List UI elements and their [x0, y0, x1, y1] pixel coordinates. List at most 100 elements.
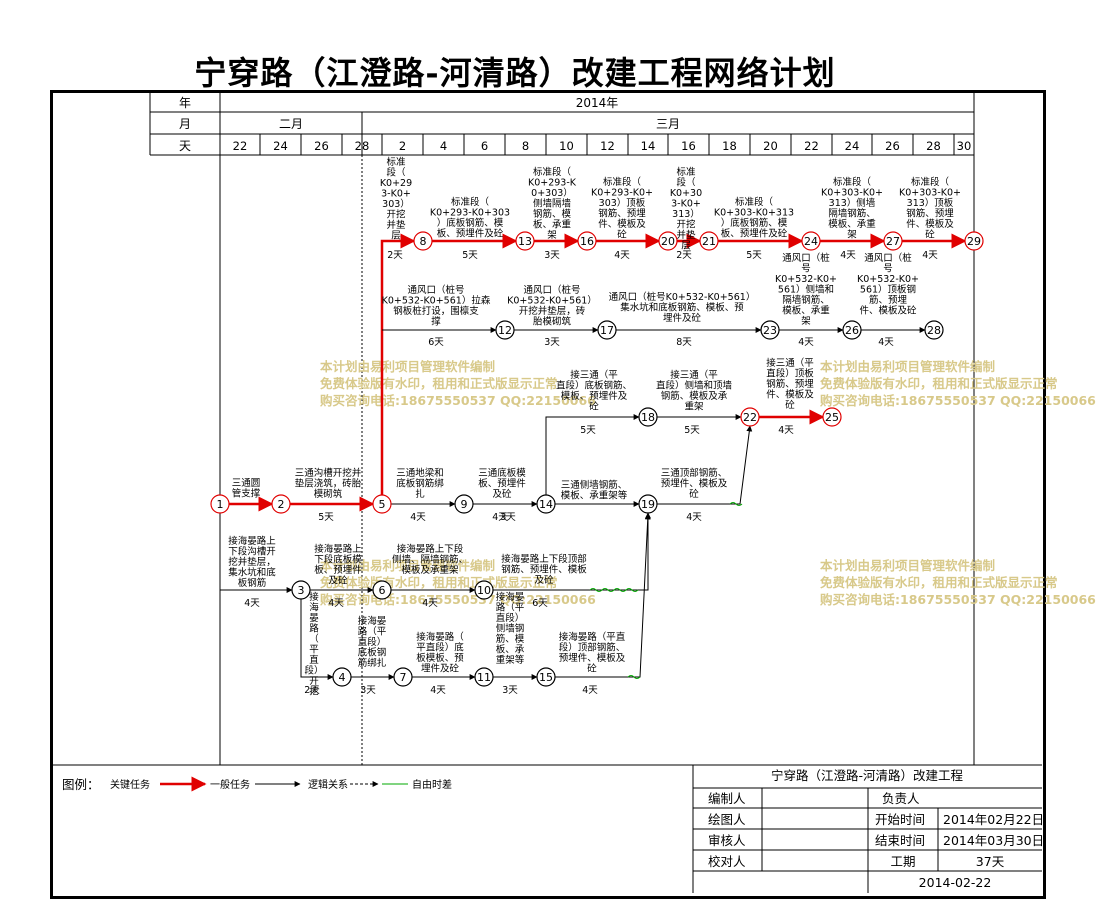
task-duration: 3天 [360, 685, 376, 696]
task-label-line: 件、模板及 [906, 218, 954, 230]
task-label-line: 晏 [309, 613, 319, 624]
day-label: 16 [681, 139, 696, 153]
row-label-month: 月 [179, 117, 191, 131]
task-label-line: 钢筋、预埋 [906, 208, 954, 220]
node-28: 28 [924, 320, 944, 340]
legend-logic-label: 逻辑关系 [308, 778, 348, 791]
task-label-line: K0+293-K0+ [591, 188, 653, 199]
checker-label: 校对人 [708, 854, 746, 869]
task-label-line: K0+303-K0+313 [714, 208, 794, 219]
task-label-line: 钢板桩打设，围檩支 [393, 305, 479, 317]
end-time-label: 结束时间 [875, 833, 925, 848]
task-labels: 三通圆管支撑3天三通沟槽开挖并垫层浇筑，砖胎模砌筑5天三通地梁和底板钢筋绑扎4天… [228, 156, 961, 698]
svg-text:1: 1 [217, 498, 224, 511]
task-duration: 4天 [922, 250, 938, 261]
task-label-line: 接三通（平 [570, 369, 618, 381]
arrow-1-3 [219, 513, 293, 593]
task-label-line: 开挖 [386, 209, 406, 221]
task-label-line: 561）顶板钢 [860, 284, 916, 296]
task-label-line: 底板钢 [358, 647, 387, 659]
node-13: 13 [515, 231, 535, 251]
watermark-1: 本计划由易利项目管理软件编制 免费体验版有水印，租用和正式版显示正常 购买咨询电… [320, 359, 596, 408]
task-label-line: 重架 [684, 401, 704, 413]
task-duration: 4天 [492, 512, 508, 523]
day-label: 26 [885, 139, 900, 153]
task-label-line: 直段） [496, 612, 525, 624]
task-label-line: 号 [883, 264, 893, 275]
task-label-line: 313）侧墙 [829, 197, 876, 209]
task-label-line: 板、承 [496, 644, 525, 656]
task-duration: 2天 [387, 250, 403, 261]
node-16: 16 [577, 231, 597, 251]
task-label-line: 标准段（ [603, 176, 642, 188]
svg-text:6: 6 [379, 584, 386, 597]
task-duration: 4天 [614, 250, 630, 261]
task-label-line: 通风口（桩 [864, 252, 912, 264]
task-label-line: 直段）顶板 [766, 368, 814, 380]
task-label-line: 模板、预埋件及 [561, 390, 628, 402]
task-label-line: 接海晏路（ [416, 631, 464, 643]
period-value: 37天 [976, 854, 1005, 869]
svg-text:10: 10 [477, 584, 491, 597]
task-duration: 6天 [428, 337, 444, 348]
day-label: 2 [399, 139, 406, 153]
task-label-line: 561）侧墙和 [778, 284, 834, 296]
task-label-line: 预埋件、模板及 [661, 478, 728, 490]
task-label-line: K0+532-K0+ [775, 274, 837, 285]
node-5: 5 [372, 494, 392, 514]
day-label: 28 [926, 139, 941, 153]
task-label-line: 砼 [587, 663, 597, 675]
task-duration: 3天 [544, 250, 560, 261]
date-value: 2014-02-22 [919, 875, 992, 890]
task-label-line: 钢筋、模 [533, 208, 572, 220]
task-label-line: 通风口（桩 [782, 252, 830, 264]
task-label-line: 三通底板模 [478, 467, 526, 479]
task-label-line: 接海晏 [496, 591, 525, 603]
arrow-10-19 [493, 512, 651, 591]
task-label-line: 侧墙隔墙 [533, 198, 572, 210]
svg-text:29: 29 [967, 235, 981, 248]
svg-text:12: 12 [498, 324, 512, 337]
task-label-line: 扎 [415, 488, 425, 500]
task-label-line: K0+532-K0+561）拉森 [382, 295, 491, 307]
task-label-line: 三通圆 [232, 478, 261, 489]
day-label: 22 [233, 139, 248, 153]
svg-text:4: 4 [339, 671, 346, 684]
node-15: 15 [536, 667, 556, 687]
day-label: 18 [722, 139, 737, 153]
task-label-line: 砼 [589, 401, 599, 413]
task-label-line: 标准段（ [833, 176, 872, 188]
svg-text:免费体验版有水印，租用和正式版显示正常: 免费体验版有水印，租用和正式版显示正常 [320, 575, 558, 590]
task-duration: 4天 [430, 685, 446, 696]
node-3: 3 [291, 580, 311, 600]
task-duration: 4天 [410, 512, 426, 523]
task-label-line: 模板、承重 [828, 218, 876, 230]
node-2: 2 [271, 494, 291, 514]
arrow-3-4 [300, 599, 334, 680]
task-label-line: 接 [309, 591, 319, 603]
task-label-line: 挖 [309, 686, 319, 698]
task-duration: 4天 [798, 337, 814, 348]
task-duration: 2天 [676, 250, 692, 261]
task-label-line: 标准段（ [533, 166, 572, 178]
task-label-line: 三通侧墙钢筋、 [561, 479, 628, 491]
task-label-line: 接海晏 [358, 615, 387, 627]
task-label-line: 板、预埋件 [478, 478, 526, 490]
task-label-line: 段（ [386, 167, 406, 179]
task-label-line: 标准段（ [451, 196, 490, 208]
day-label: 24 [273, 139, 288, 153]
task-label-line: 号 [801, 264, 811, 275]
day-label: 14 [641, 139, 656, 153]
task-label-line: 预埋件、模板及 [559, 652, 626, 664]
task-label-line: 开 [309, 676, 319, 687]
task-label-line: 筋绑扎 [358, 657, 387, 669]
task-label-line: 埋件及砼 [421, 663, 460, 675]
float-10-19 [589, 588, 639, 592]
